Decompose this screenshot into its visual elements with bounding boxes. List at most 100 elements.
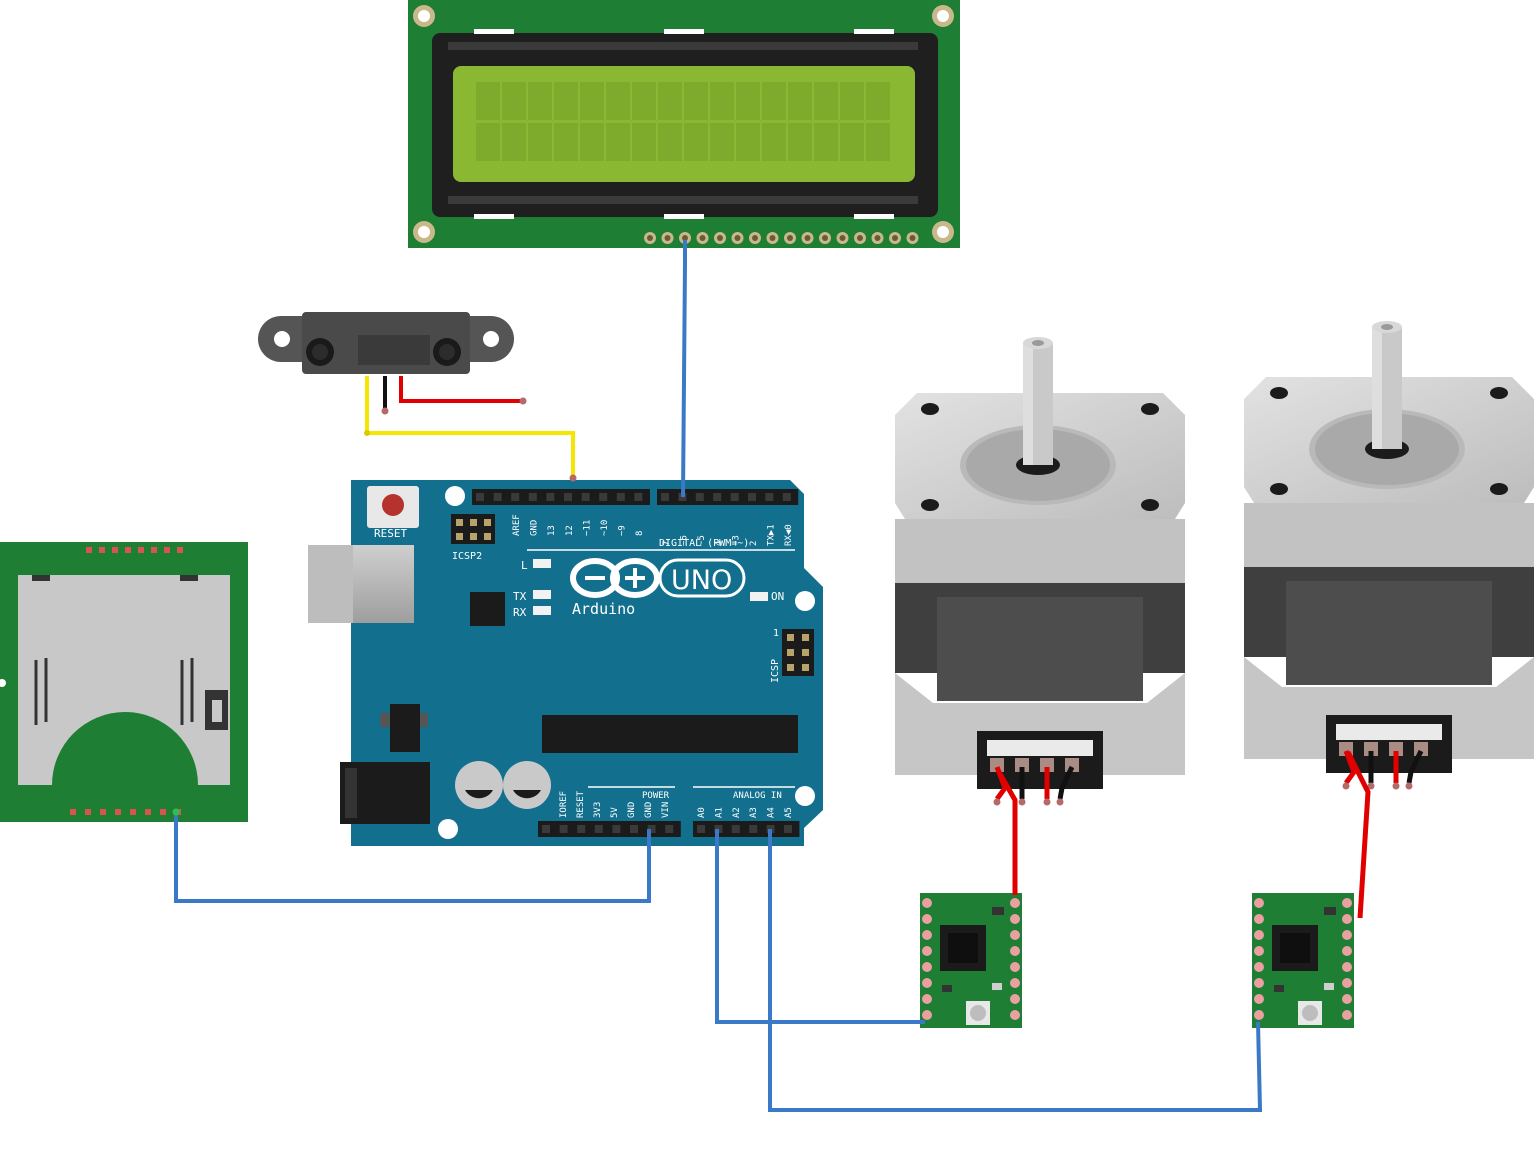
driver-pin xyxy=(1342,898,1352,908)
analog-header xyxy=(693,821,800,837)
lcd-cell xyxy=(788,123,812,161)
icsp-pin xyxy=(484,519,491,526)
motor-shaft-highlight xyxy=(1372,327,1382,449)
motor-connector-pin xyxy=(1040,758,1054,772)
lcd-cell xyxy=(502,123,526,161)
motor-body-lower xyxy=(1244,657,1534,759)
sd-pin xyxy=(70,809,76,815)
motor-connector-pin xyxy=(1364,742,1378,756)
driver-pin xyxy=(922,962,932,972)
motor-lead-end xyxy=(993,798,1001,806)
driver-pin xyxy=(1342,914,1352,924)
wire-endpoints xyxy=(172,397,577,816)
digital-section-label: DIGITAL (PWM=~) xyxy=(659,538,749,549)
motor-connector-face xyxy=(987,740,1093,756)
header-socket xyxy=(612,825,621,833)
lcd-cell xyxy=(710,82,734,120)
driver-smd xyxy=(942,985,952,992)
header-socket xyxy=(697,825,705,833)
header-socket xyxy=(784,825,792,833)
sd-pin xyxy=(138,547,144,553)
motor-shaft-end xyxy=(1381,324,1393,330)
wire-motor2-red xyxy=(1345,750,1371,919)
driver-smd xyxy=(992,907,1004,915)
driver-pin xyxy=(922,914,932,924)
pin-label: 5V xyxy=(610,807,620,818)
lcd-pin-hole xyxy=(822,235,828,241)
pin-label: RESET xyxy=(576,790,586,818)
sd-pin xyxy=(160,809,166,815)
driver-smd xyxy=(1274,985,1284,992)
motor-connector-pin xyxy=(1015,758,1029,772)
header-socket xyxy=(713,493,722,501)
lcd-cell xyxy=(606,82,630,120)
pin-label: GND xyxy=(644,802,654,818)
pin-label: ~3 xyxy=(732,535,742,546)
pin-label: GND xyxy=(627,802,637,818)
motor-lead-end xyxy=(1043,798,1051,806)
driver-pin xyxy=(922,898,932,908)
lcd-pin-hole xyxy=(787,235,793,241)
lcd-pin-hole xyxy=(769,235,776,241)
pin-label: ~9 xyxy=(618,525,628,536)
header-socket xyxy=(678,493,687,501)
lcd-cell xyxy=(684,82,708,120)
motor-screw xyxy=(1141,499,1159,511)
icsp-pin xyxy=(470,519,477,526)
lcd-cell xyxy=(632,82,656,120)
header-socket xyxy=(765,493,774,501)
sd-card-slot xyxy=(18,575,230,785)
icsp2-header xyxy=(451,514,495,544)
lcd-cell xyxy=(814,123,838,161)
pin-label: 12 xyxy=(565,525,575,536)
lcd-cell xyxy=(528,123,552,161)
pin-label: RX◀0 xyxy=(784,524,794,546)
sd-pin xyxy=(130,809,136,815)
motor-screw xyxy=(1270,483,1288,495)
power-header xyxy=(538,821,681,837)
driver-smd xyxy=(1324,907,1336,915)
sd-pin xyxy=(164,547,170,553)
icsp-pin xyxy=(484,533,491,540)
pin-label: ~6 xyxy=(679,535,689,546)
motor-stator-face xyxy=(937,597,1143,701)
power-section-label: POWER xyxy=(642,791,670,801)
pin-label: 8 xyxy=(635,531,645,536)
icsp-pin1-label: 1 xyxy=(773,628,779,639)
driver-pin xyxy=(1254,930,1264,940)
header-socket xyxy=(665,825,674,833)
lcd-cell xyxy=(476,82,500,120)
driver-pin xyxy=(1010,1010,1020,1020)
driver-pot-knob xyxy=(970,1005,986,1021)
pin-label: 3V3 xyxy=(593,802,603,818)
driver-pin xyxy=(1254,994,1264,1004)
lcd-cell xyxy=(502,82,526,120)
lcd-cell xyxy=(632,123,656,161)
driver-smd xyxy=(1324,983,1334,990)
sd-pin xyxy=(115,809,121,815)
wire-sd-to-gnd xyxy=(174,812,651,903)
icsp-pin xyxy=(787,634,794,641)
lcd-pin-hole xyxy=(682,235,688,241)
driver-smd xyxy=(992,983,1002,990)
header-socket xyxy=(630,825,638,833)
motor-body-upper xyxy=(895,519,1185,583)
motor-connector-face xyxy=(1336,724,1442,740)
motor-screw xyxy=(1490,483,1508,495)
brand-label: Arduino xyxy=(572,600,635,618)
lcd-pin-hole xyxy=(892,235,898,241)
driver-pin xyxy=(922,946,932,956)
pin-label: ~11 xyxy=(582,520,592,536)
lcd-pin-hole xyxy=(839,235,846,241)
wire-a1-to-driver1 xyxy=(715,829,925,1024)
header-socket xyxy=(564,493,572,501)
wires xyxy=(174,240,1371,1112)
header-socket xyxy=(599,493,608,501)
reset-button[interactable] xyxy=(367,486,419,528)
driver-chip-core xyxy=(1280,933,1310,963)
header-socket xyxy=(782,493,791,501)
lcd-cell xyxy=(606,123,630,161)
motor-screw xyxy=(1141,403,1159,415)
